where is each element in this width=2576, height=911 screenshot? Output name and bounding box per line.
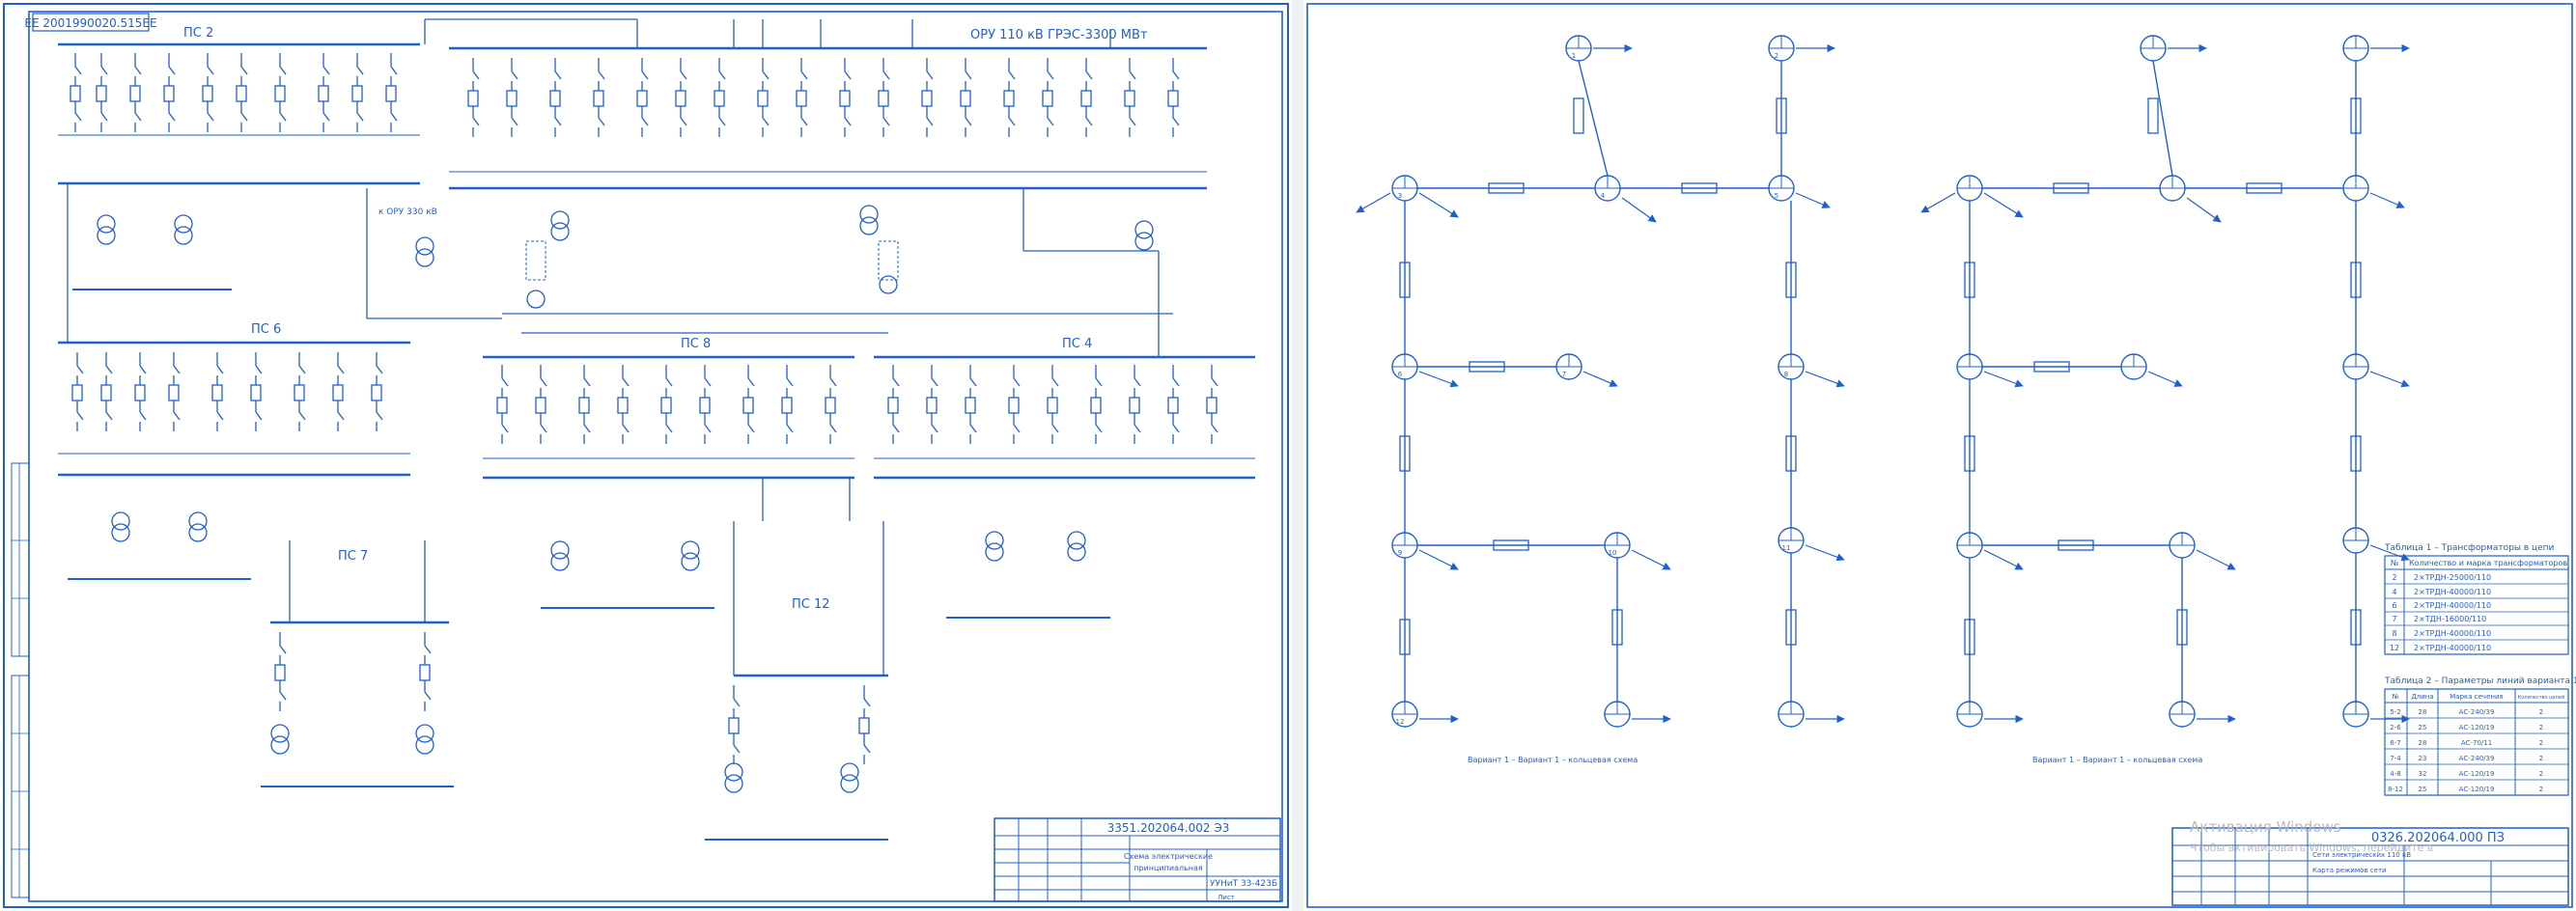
t1-cell: 12 <box>2390 644 2399 652</box>
right-title-line1: Сети электрических 110 кВ <box>2312 851 2411 859</box>
t1-cell: 2×ТРДН-40000/110 <box>2414 629 2491 638</box>
sheet-divider <box>1292 0 1303 911</box>
t1-cell: 6 <box>2392 601 2396 610</box>
activation-watermark-text: Чтобы активировать Windows, перейдите в <box>2190 842 2433 854</box>
node-number: 10 <box>1609 549 1617 557</box>
network-sheet: Вариант 1 – Вариант 1 – кольцевая схема <box>1303 0 2576 911</box>
t1-cell: 4 <box>2392 588 2396 596</box>
node-number: 5 <box>1775 192 1778 200</box>
t2-cell: 2 <box>2539 708 2543 716</box>
t2-cell: АС-70/11 <box>2461 739 2492 747</box>
right-title-line2: Карта режимов сети <box>2312 867 2387 874</box>
node-number: 11 <box>1782 544 1791 552</box>
t1-cell: 8 <box>2392 629 2396 638</box>
t2-cell: 7-4 <box>2390 755 2401 762</box>
t2-h: № <box>2392 693 2398 701</box>
t2-cell: 2 <box>2539 786 2543 793</box>
t2-cell: 4-8 <box>2390 770 2400 778</box>
t1-cell: 2 <box>2392 573 2396 582</box>
margin-stamp <box>11 462 30 898</box>
ps6-label: ПС 6 <box>251 322 281 337</box>
table2-title: Таблица 2 – Параметры линий варианта 1 <box>2384 676 2576 686</box>
t2-cell: АС-240/39 <box>2459 708 2495 716</box>
t2-cell: 32 <box>2419 770 2427 778</box>
left-title-line2: принципиальная <box>1134 864 1203 872</box>
caption-variant-1: Вариант 1 – Вариант 1 – кольцевая схема <box>1468 756 1638 764</box>
left-sheet-label: Лист <box>1218 894 1235 901</box>
t2-cell: АС-120/19 <box>2459 724 2495 732</box>
activation-watermark-title: Активация Windows <box>2190 818 2341 836</box>
t2-cell: АС-240/39 <box>2459 755 2495 762</box>
t2-cell: 23 <box>2419 755 2427 762</box>
oru330-link: к ОРУ 330 кВ <box>378 207 437 217</box>
t2-cell: АС-120/19 <box>2459 770 2495 778</box>
t2-cell: АС-120/19 <box>2459 786 2495 793</box>
node-number: 3 <box>1398 192 1402 200</box>
caption-variant-2: Вариант 1 – Вариант 1 – кольцевая схема <box>2032 756 2202 764</box>
node-number: 7 <box>1562 371 1566 378</box>
title-block-right <box>2171 827 2569 906</box>
table2 <box>2384 688 2569 796</box>
node-number: 9 <box>1398 549 1402 557</box>
ps7-label: ПС 7 <box>338 549 368 564</box>
t2-cell: 28 <box>2419 708 2427 716</box>
t2-h: Количество цепей <box>2518 694 2564 701</box>
t2-cell: 2 <box>2539 755 2543 762</box>
left-doc-code: 3351.202064.002 Э3 <box>1107 821 1230 835</box>
ps8-label: ПС 8 <box>681 337 711 351</box>
t1-cell: 2×ТРДН-40000/110 <box>2414 588 2491 596</box>
node-number: 4 <box>1601 192 1606 200</box>
node-number: 2 <box>1775 52 1778 60</box>
t2-cell: 25 <box>2419 786 2427 793</box>
title-block <box>994 817 1281 902</box>
t1-cell: 7 <box>2392 615 2396 623</box>
t1-cell: 2×ТРДН-25000/110 <box>2414 573 2491 582</box>
t2-cell: 5-2 <box>2390 708 2400 716</box>
t1-cell: 2×ТРДН-40000/110 <box>2414 601 2491 610</box>
node-number: 6 <box>1398 371 1403 378</box>
t2-cell: 25 <box>2419 724 2427 732</box>
t1-cell: 2×ТДН-16000/110 <box>2414 615 2486 623</box>
schematic-drawing: ЕЕ 2001990020.515ЕЕ ПС 2 ОРУ 110 кВ ГРЭС… <box>3 3 1289 908</box>
t2-cell: 2-6 <box>2390 724 2401 732</box>
t2-cell: 2 <box>2539 739 2543 747</box>
table1 <box>2384 555 2569 655</box>
t2-cell: 8-12 <box>2388 786 2403 793</box>
network-drawing: Вариант 1 – Вариант 1 – кольцевая схема <box>1306 3 2576 908</box>
node-number: 12 <box>1396 718 1405 726</box>
t2-cell: 2 <box>2539 770 2543 778</box>
ps12-label: ПС 12 <box>792 597 830 612</box>
rotated-doc-code: ЕЕ 2001990020.515ЕЕ <box>24 16 156 30</box>
oru-title: ОРУ 110 кВ ГРЭС-3300 МВт <box>970 28 1148 42</box>
left-title-line1: Схема электрические <box>1124 852 1213 861</box>
node-number: 1 <box>1572 52 1576 60</box>
ps4-label: ПС 4 <box>1062 337 1092 351</box>
t2-cell: 28 <box>2419 739 2427 747</box>
right-doc-code: 0326.202064.000 ПЗ <box>2371 831 2505 845</box>
t1-h0: № <box>2391 559 2399 567</box>
t2-h: Длина <box>2411 693 2433 701</box>
ps2-label: ПС 2 <box>183 26 213 41</box>
t1-cell: 2×ТРДН-40000/110 <box>2414 644 2491 652</box>
schematic-sheet: ЕЕ 2001990020.515ЕЕ ПС 2 ОРУ 110 кВ ГРЭС… <box>3 3 1289 908</box>
left-org: УУНиТ 33-423Б <box>1210 879 1277 889</box>
network-nodes-v2 <box>1956 35 2369 728</box>
t2-h: Марка сечения <box>2450 693 2503 701</box>
node-number: 8 <box>1784 371 1788 378</box>
t2-cell: 2 <box>2539 724 2543 732</box>
table1-title: Таблица 1 – Трансформаторы в цепи <box>2384 543 2555 553</box>
t2-cell: 6-7 <box>2390 739 2400 747</box>
t1-h1: Количество и марка трансформаторов <box>2409 559 2567 567</box>
